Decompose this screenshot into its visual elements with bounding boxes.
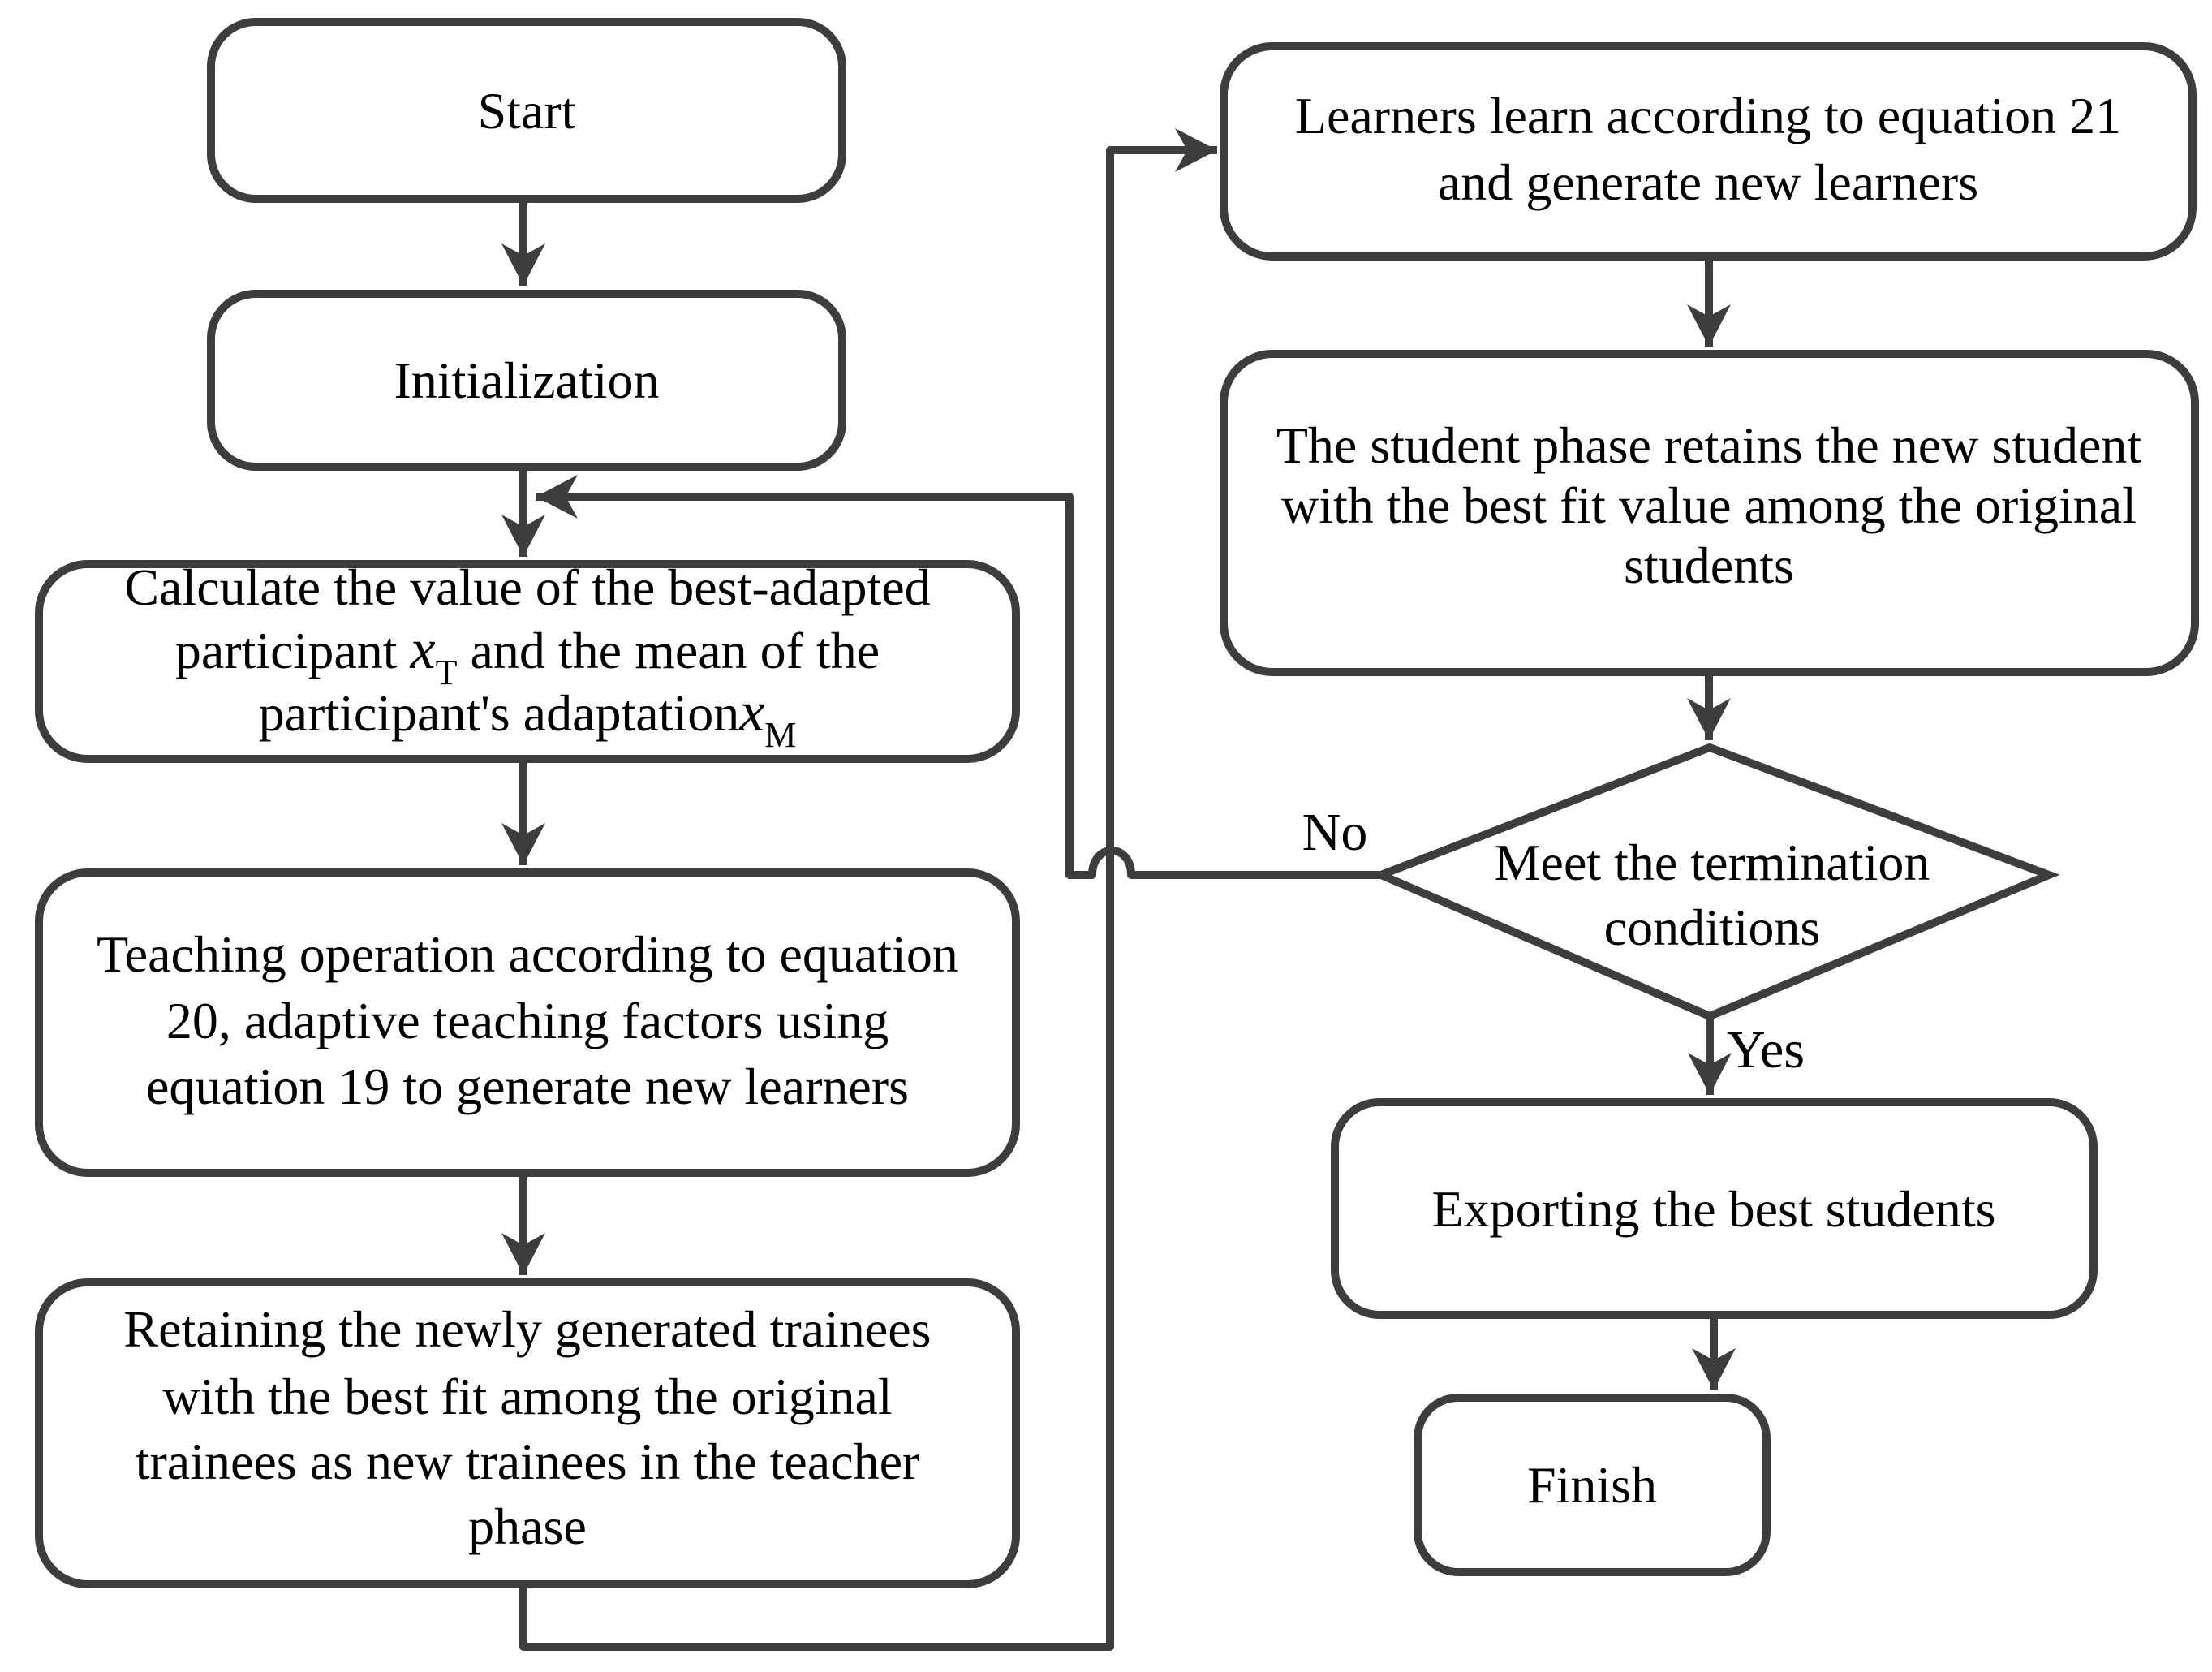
node-exporting-label: Exporting the best students [1431,1180,1995,1238]
node-calculate-line1: Calculate the value of the best-adapted [124,558,930,616]
node-initialization-label: Initialization [394,351,660,409]
node-retaining-line1: Retaining the newly generated trainees [123,1300,931,1358]
node-termination-decision [1370,743,2060,1021]
node-calculate [35,560,1020,763]
node-start [207,18,846,203]
node-finish-label: Finish [1527,1456,1657,1514]
node-termination-line1: Meet the termination [1495,834,1930,891]
node-student-phase-line3: students [1624,537,1794,594]
node-calculate-line2: participant xT and the mean of the [175,618,880,692]
node-retaining-line4: phase [468,1497,587,1555]
node-teaching [35,868,1020,1177]
node-initialization [207,290,846,471]
node-student-phase-line1: The student phase retains the new studen… [1276,416,2142,474]
edge-label-no: No [1302,803,1368,862]
node-retaining [35,1278,1020,1588]
node-retaining-line2: with the best fit among the original [162,1368,892,1425]
var-x-m: x [738,681,764,743]
node-learners [1220,42,2197,261]
node-learners-line2: and generate new learners [1438,153,1978,211]
node-learners-line1: Learners learn according to equation 21 [1295,87,2121,144]
node-calculate-line3: participant's adaptationxM [259,681,797,755]
node-finish [1414,1394,1771,1576]
edge-no-feedback [536,475,1381,879]
node-termination-line2: conditions [1604,898,1821,956]
node-teaching-line3: equation 19 to generate new learners [146,1058,909,1115]
edge-retaining-to-learners-loop [519,128,1217,1651]
node-student-phase [1220,350,2199,676]
var-x-t: x [410,618,436,681]
node-retaining-line3: trainees as new trainees in the teacher [136,1433,920,1490]
node-student-phase-line2: with the best fit value among the origin… [1281,476,2137,534]
node-teaching-line2: 20, adaptive teaching factors using [166,992,889,1049]
edge-label-yes: Yes [1727,1020,1805,1079]
node-start-label: Start [478,82,576,140]
node-teaching-line1: Teaching operation according to equation [97,925,958,983]
node-exporting [1331,1098,2098,1319]
